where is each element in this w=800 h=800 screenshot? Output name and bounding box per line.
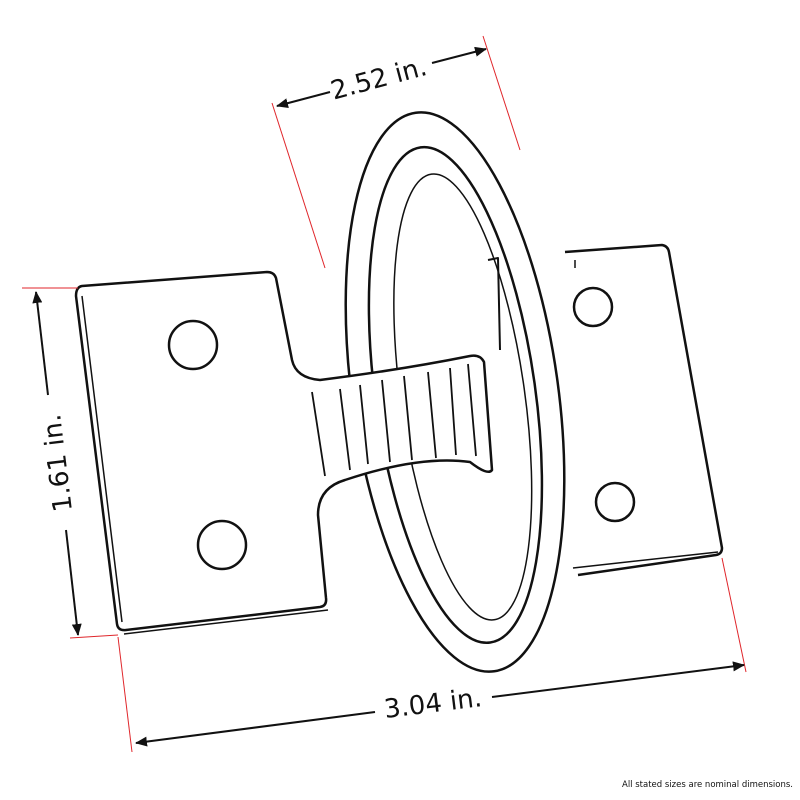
dimension-line-length	[135, 711, 376, 747]
mounting-hole	[196, 519, 248, 571]
right-mounting-plate	[564, 243, 724, 577]
width-dimension-label: 2.52 in.	[328, 52, 431, 106]
mounting-hole	[572, 286, 614, 328]
footnote: All stated sizes are nominal dimensions.	[622, 780, 793, 790]
dimension-line-width	[276, 91, 331, 109]
mounting-hole	[594, 481, 636, 523]
dimension-line-height	[32, 291, 49, 396]
length-dimension-label: 3.04 in.	[383, 683, 484, 725]
mounting-hole	[167, 319, 219, 371]
strap	[311, 363, 477, 477]
extension-lines	[22, 35, 747, 753]
height-dimension-label: 1.61 in.	[37, 412, 79, 513]
left-mounting-plate	[74, 270, 494, 632]
